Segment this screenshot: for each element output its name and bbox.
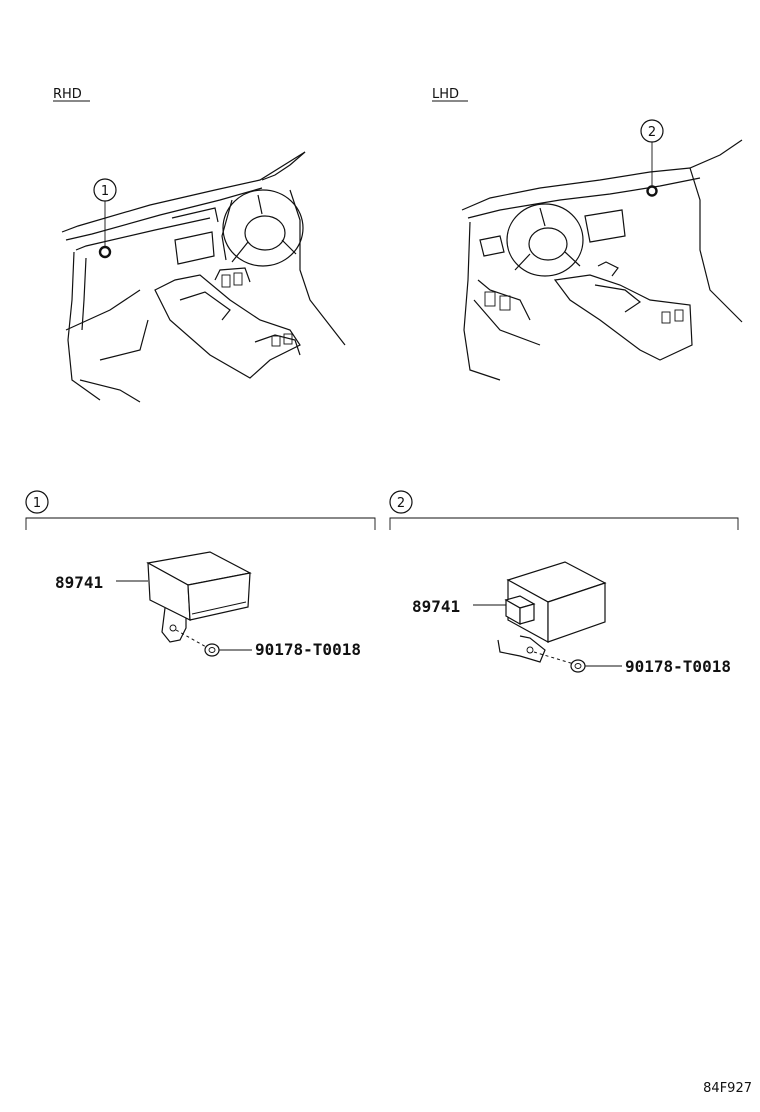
section-1-callout: 1	[33, 496, 41, 511]
section-1-part-bolt: 90178-T0018	[255, 640, 361, 659]
rhd-view: RHD	[53, 87, 346, 403]
section-1: 1 89741 90178-T0018	[25, 490, 376, 659]
section-2-callout: 2	[397, 496, 405, 511]
section-2-bracket	[389, 517, 739, 530]
rhd-dashboard-drawing	[61, 151, 346, 403]
figure-ref-code: 84F927	[703, 1081, 752, 1096]
lhd-view: LHD 2	[432, 87, 743, 381]
section-2: 2 89741 90178-T0018	[389, 490, 739, 676]
rhd-callout-1-number: 1	[101, 184, 109, 199]
section-1-bracket	[25, 517, 376, 530]
lhd-dashboard-drawing	[461, 139, 743, 381]
section-2-module-drawing	[497, 561, 607, 673]
lhd-label: LHD	[432, 87, 459, 102]
rhd-label: RHD	[53, 87, 82, 102]
section-1-part-89741: 89741	[55, 573, 103, 592]
lhd-callout-2-number: 2	[648, 125, 656, 140]
section-2-part-bolt: 90178-T0018	[625, 657, 731, 676]
section-1-module-drawing	[146, 551, 252, 657]
lhd-callout-2: 2	[640, 119, 664, 197]
rhd-callout-1: 1	[93, 178, 117, 259]
section-2-part-89741: 89741	[412, 597, 460, 616]
